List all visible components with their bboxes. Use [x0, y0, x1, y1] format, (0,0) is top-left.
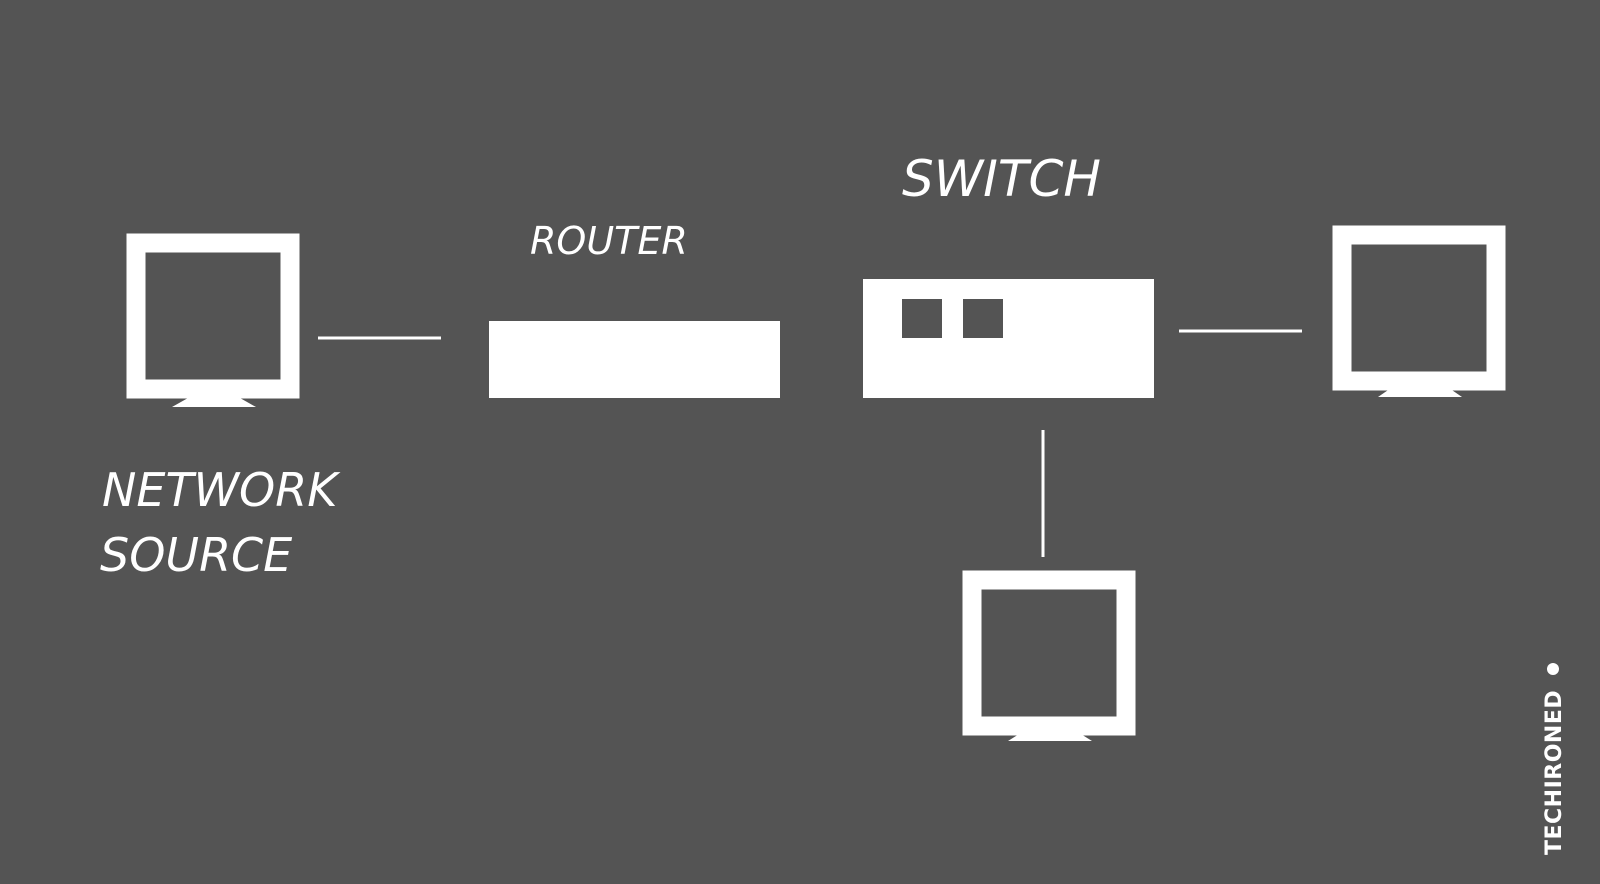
network-source-label-line1: NETWORK [102, 463, 341, 517]
network-source-label-line2: SOURCE [100, 528, 292, 582]
switch-label: SWITCH [902, 150, 1101, 208]
techironed-watermark: TECHIRONED [1542, 690, 1567, 855]
right-computer-icon [1332, 225, 1506, 397]
router-label: ROUTER [530, 219, 688, 263]
watermark-dot-icon [1547, 663, 1559, 675]
switch-icon [863, 279, 1154, 398]
network-source-computer-icon [126, 233, 300, 407]
router-icon [489, 321, 780, 398]
bottom-computer-icon [962, 570, 1136, 741]
